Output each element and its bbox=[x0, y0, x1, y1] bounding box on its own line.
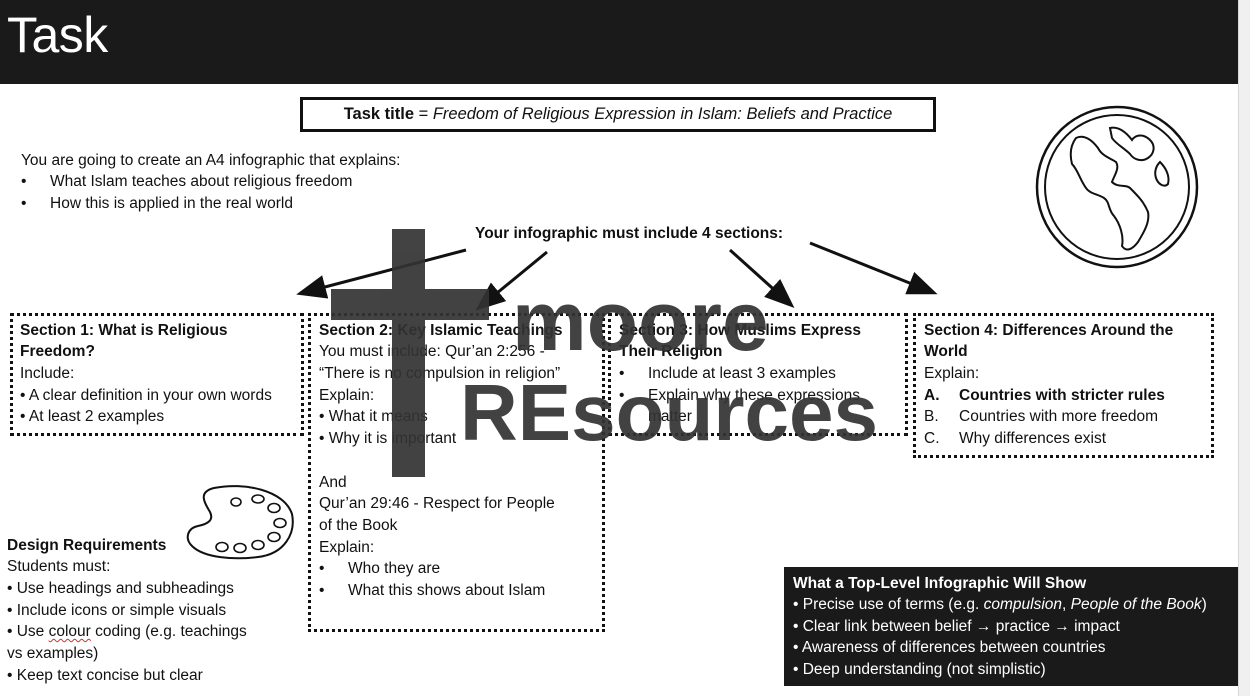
list-item: • What it means bbox=[319, 408, 428, 425]
globe-icon bbox=[1035, 105, 1199, 269]
task-title-value: Freedom of Religious Expression in Islam… bbox=[432, 105, 893, 123]
list-item: • Why it is important bbox=[319, 430, 457, 447]
section3-title: Section 3: How Muslims Express bbox=[619, 322, 862, 339]
list-item: C.Why differences exist bbox=[924, 430, 1107, 447]
arrow-to-section3 bbox=[728, 248, 795, 309]
section4-explain: Explain: bbox=[924, 365, 980, 382]
section1-include: Include: bbox=[20, 365, 75, 382]
header-bar: Task bbox=[0, 0, 1238, 84]
arrow-to-section4 bbox=[809, 241, 938, 295]
task-title-label: Task title bbox=[343, 105, 415, 123]
section2-and: And bbox=[319, 474, 347, 491]
list-item: •Explain why these expressions bbox=[619, 387, 860, 404]
task-title-box: Task title = Freedom of Religious Expres… bbox=[300, 97, 936, 132]
intro-bullet: •What Islam teaches about religious free… bbox=[21, 173, 353, 190]
intro-bullet: •How this is applied in the real world bbox=[21, 195, 293, 212]
section4-box bbox=[913, 313, 1214, 458]
section1-box bbox=[10, 313, 304, 436]
section1-title: Section 1: What is Religious bbox=[20, 322, 228, 339]
section2-title: Section 2: Key Islamic Teachings bbox=[319, 322, 563, 339]
list-item: •Who they are bbox=[319, 560, 441, 577]
arrow-to-section1 bbox=[296, 248, 467, 299]
design-intro: Students must: bbox=[7, 558, 111, 575]
list-item: • Use headings and subheadings bbox=[7, 580, 234, 597]
list-item: •What this shows about Islam bbox=[319, 582, 546, 599]
page-title: Task bbox=[7, 7, 108, 63]
design-title: Design Requirements bbox=[7, 537, 167, 554]
list-item: matter bbox=[648, 408, 692, 425]
spellcheck-word: colour bbox=[48, 623, 91, 640]
list-item: • Include icons or simple visuals bbox=[7, 602, 227, 619]
section2-line: of the Book bbox=[319, 517, 398, 534]
list-item: • Use colour coding (e.g. teachings bbox=[7, 623, 247, 640]
task-title-equals: = bbox=[414, 105, 433, 123]
section2-line: Qur’an 29:46 - Respect for People bbox=[319, 495, 555, 512]
list-item: • At least 2 examples bbox=[20, 408, 165, 425]
list-item: • Awareness of differences between count… bbox=[793, 639, 1106, 656]
top-level-box: What a Top-Level Infographic Will Show •… bbox=[784, 567, 1238, 686]
list-item: • Deep understanding (not simplistic) bbox=[793, 661, 1046, 678]
scrollbar[interactable] bbox=[1238, 0, 1250, 696]
section3-box bbox=[608, 313, 908, 436]
list-item: A.Countries with stricter rules bbox=[924, 387, 1165, 404]
list-item: B.Countries with more freedom bbox=[924, 408, 1158, 425]
list-item: • A clear definition in your own words bbox=[20, 387, 272, 404]
section2-explain: Explain: bbox=[319, 387, 375, 404]
list-item: • Keep text concise but clear bbox=[7, 667, 203, 684]
section2-line: You must include: Qur’an 2:256 - bbox=[319, 343, 545, 360]
list-item: vs examples) bbox=[7, 645, 99, 662]
section2-line: “There is no compulsion in religion” bbox=[319, 365, 561, 382]
list-item: • Precise use of terms (e.g. compulsion,… bbox=[793, 596, 1207, 613]
list-item: • Clear link between belief → practice →… bbox=[793, 618, 1120, 635]
section4-title: World bbox=[924, 343, 968, 360]
section4-title: Section 4: Differences Around the bbox=[924, 322, 1174, 339]
top-level-title: What a Top-Level Infographic Will Show bbox=[793, 575, 1087, 592]
section1-title: Freedom? bbox=[20, 343, 95, 360]
palette-icon bbox=[186, 485, 294, 560]
sections-heading: Your infographic must include 4 sections… bbox=[475, 225, 784, 242]
section2-explain: Explain: bbox=[319, 539, 375, 556]
intro-text: You are going to create an A4 infographi… bbox=[21, 152, 401, 169]
section3-title: Their Religion bbox=[619, 343, 723, 360]
arrow-to-section2 bbox=[475, 250, 548, 311]
list-item: •Include at least 3 examples bbox=[619, 365, 836, 382]
